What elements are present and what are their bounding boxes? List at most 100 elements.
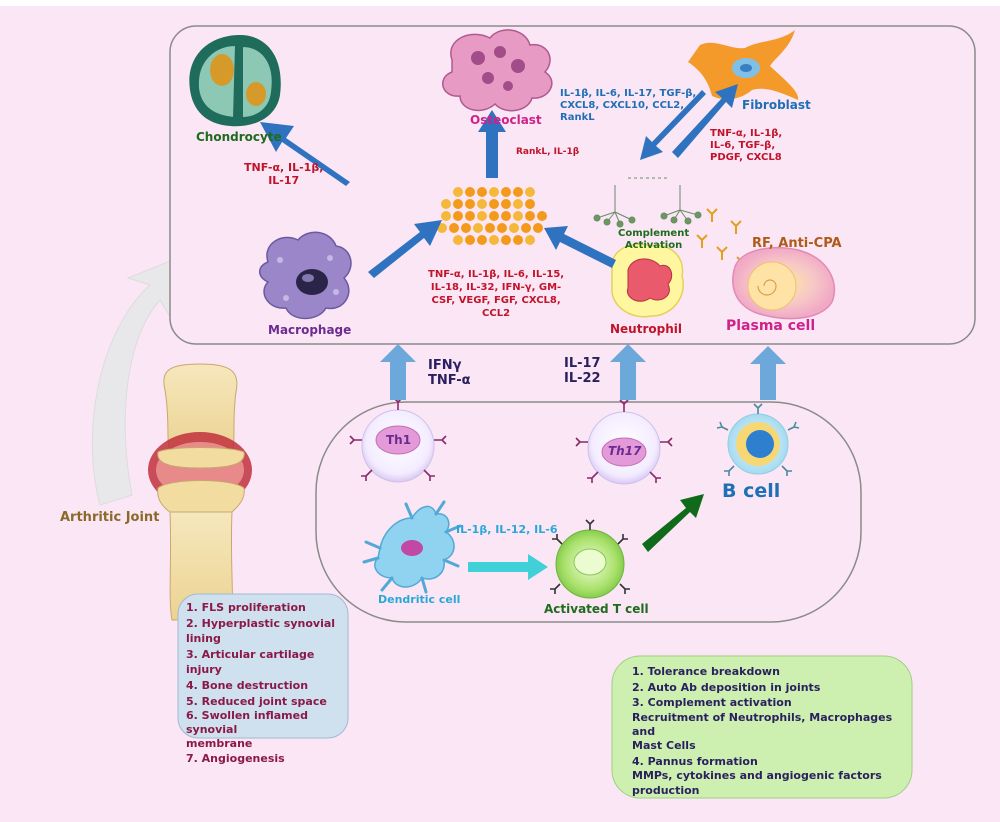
cluster-dot (513, 199, 523, 209)
cluster-dot (525, 199, 535, 209)
rf-anti-cpa-label: RF, Anti-CPA (752, 236, 842, 251)
cluster-dot (521, 223, 531, 233)
osteoclast-cell-icon (442, 29, 553, 112)
dendritic-cytokines: IL-1β, IL-12, IL-6 (456, 523, 558, 536)
dendritic-cell-icon (362, 500, 462, 594)
th1-cell-icon (349, 397, 447, 483)
osteoclast-cytokines: RankL, IL-1β (516, 147, 580, 157)
b-cell-label: B cell (722, 480, 781, 502)
cluster-dot (441, 199, 451, 209)
joint-effects-box (177, 593, 349, 739)
cluster-dot (533, 223, 543, 233)
mechanism-item: 1. Tolerance breakdown (632, 665, 780, 678)
cluster-dot (501, 235, 511, 245)
arrow-to-fibroblast (672, 84, 738, 158)
mechanism-item: 2. Auto Ab deposition in joints (632, 680, 821, 694)
mechanism-item: 3. Complement activation (632, 696, 792, 710)
arthritic-joint-icon (148, 363, 252, 621)
cluster-dot (525, 187, 535, 197)
b-cell-icon (716, 403, 800, 476)
macrophage-label: Macrophage (268, 323, 352, 337)
cluster-dot (453, 187, 463, 197)
cluster-dot (477, 199, 487, 209)
cluster-dot (537, 211, 547, 221)
joint-effect-item: 5. Reduced joint space (186, 694, 327, 708)
cluster-dot (473, 223, 483, 233)
arrow-dendritic-to-t-cell (468, 554, 548, 580)
cluster-dot (477, 187, 487, 197)
cluster-dot (465, 187, 475, 197)
fibroblast-output-cytokines: TNF-α, IL-1β, IL-6, TGF-β, PDGF, CXCL8 (710, 128, 783, 163)
neutrophil-cell-icon (611, 243, 684, 318)
joint-effect-item: 3. Articular cartilage injury (186, 647, 315, 677)
mechanisms-list: 1. Tolerance breakdown 2. Auto Ab deposi… (632, 664, 904, 798)
cluster-dot (501, 199, 511, 209)
cluster-dot (525, 235, 535, 245)
cluster-dot (477, 211, 487, 221)
cluster-dot (509, 223, 519, 233)
activated-t-cell-icon (550, 519, 630, 599)
fibroblast-cell-icon (688, 30, 799, 100)
cluster-dot (525, 211, 535, 221)
complement-activation-label: Complement Activation (618, 228, 690, 251)
pathway-arrows (260, 84, 738, 278)
arrow-to-chondrocyte (260, 122, 350, 186)
complement-icon (593, 177, 702, 228)
arrow-th17-up (610, 344, 646, 400)
joint-effect-item: 4. Bone destruction (186, 679, 309, 693)
th1-cytokines: IFNγ TNF-α (428, 358, 471, 389)
activated-cell-cluster-icon (437, 187, 547, 245)
joint-effect-item: 1. FLS proliferation (186, 601, 306, 614)
cluster-dot (449, 223, 459, 233)
neutrophil-label: Neutrophil (610, 322, 682, 336)
cluster-dot (489, 211, 499, 221)
fibroblast-label: Fibroblast (742, 98, 811, 112)
mechanism-item: MMPs, cytokines and angiogenic factors p… (632, 769, 882, 797)
arrow-bcell-up (750, 346, 786, 400)
joint-effect-item: 7. Angiogenesis (186, 751, 285, 765)
cluster-dot (513, 211, 523, 221)
central-cytokines: TNF-α, IL-1β, IL-6, IL-15, IL-18, IL-32,… (428, 269, 565, 319)
cluster-dot (477, 235, 487, 245)
cluster-dot (489, 235, 499, 245)
joint-effect-item: 6. Swollen inflamed synovial membrane (186, 709, 308, 750)
arrow-to-osteoclast (478, 110, 506, 178)
chondrocyte-cytokines: TNF-α, IL-1β, IL-17 (244, 161, 324, 187)
cluster-dot (501, 211, 511, 221)
arrow-th1-up (380, 344, 416, 400)
upward-arrows (380, 344, 786, 400)
th1-label: Th1 (386, 433, 412, 447)
cluster-dot (501, 187, 511, 197)
cluster-dot (441, 211, 451, 221)
cluster-dot (465, 211, 475, 221)
chondrocyte-label: Chondrocyte (196, 130, 282, 144)
th17-cell-icon (575, 399, 673, 485)
th17-cytokines: IL-17 IL-22 (564, 356, 601, 387)
frame-top-strip (0, 0, 1000, 6)
mechanism-item: 4. Pannus formation (632, 754, 758, 768)
joint-effects-list: 1. FLS proliferation 2. Hyperplastic syn… (186, 600, 346, 766)
cluster-dot (489, 199, 499, 209)
cluster-dot (497, 223, 507, 233)
cluster-dot (453, 199, 463, 209)
arrow-macrophage-to-cluster (368, 220, 442, 278)
activated-t-cell-label: Activated T cell (544, 602, 649, 616)
fibroblast-input-cytokines: IL-1β, IL-6, IL-17, TGF-β, CXCL8, CXCL10… (560, 88, 697, 123)
cluster-dot (465, 235, 475, 245)
macrophage-cell-icon (259, 231, 352, 320)
osteoclast-label: Osteoclast (470, 113, 542, 127)
cluster-dot (461, 223, 471, 233)
arrow-t-cell-to-b-cell (642, 494, 704, 552)
cluster-dot (513, 235, 523, 245)
cluster-dot (453, 235, 463, 245)
cluster-dot (453, 211, 463, 221)
cluster-dot (489, 187, 499, 197)
arthritic-joint-label: Arthritic Joint (60, 510, 160, 525)
th17-label: Th17 (608, 444, 642, 458)
cluster-dot (437, 223, 447, 233)
dendritic-cell-label: Dendritic cell (378, 593, 461, 606)
immune-cells-panel (315, 401, 862, 623)
cluster-dot (485, 223, 495, 233)
